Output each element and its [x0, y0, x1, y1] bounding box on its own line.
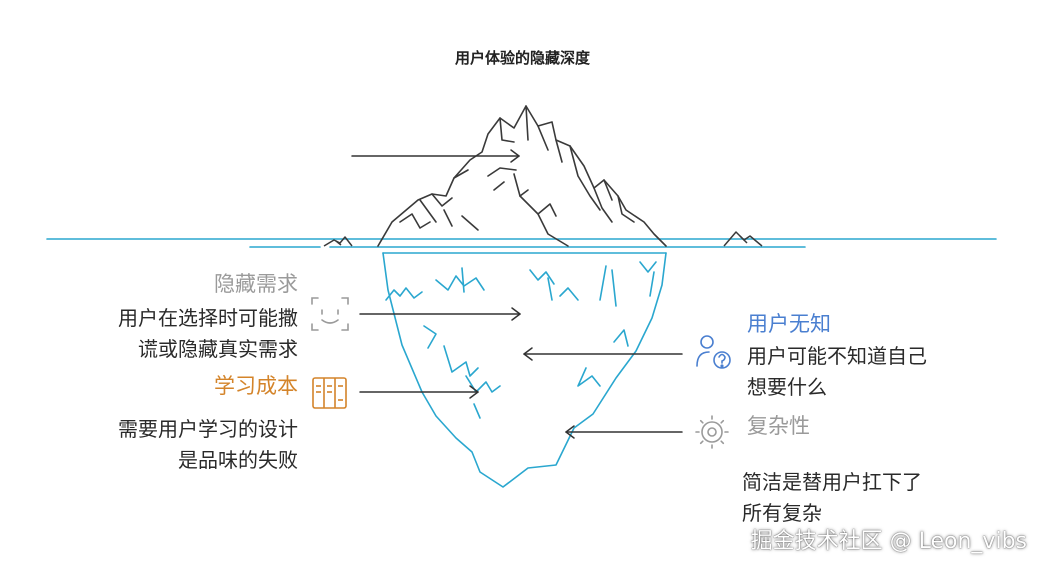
arrow-hidden-needs [359, 307, 521, 321]
gear-icon [695, 415, 729, 449]
face-scan-icon [311, 297, 349, 331]
complexity-heading: 复杂性 [747, 414, 810, 438]
complexity-desc-line-2: 所有复杂 [742, 501, 822, 525]
iceberg-underwater [382, 252, 667, 488]
watermark: 掘金技术社区 @ Leon_vibs [750, 529, 1027, 554]
user-ignorance-desc-line-1: 用户可能不知道自己 [747, 344, 927, 368]
arrow-user-ignorance [523, 347, 683, 361]
iceberg-tip [377, 105, 667, 247]
arrow-to-tip [351, 149, 520, 163]
arrows [351, 149, 683, 439]
ice-chunk-right [723, 231, 763, 247]
water-surface [46, 238, 997, 254]
hidden-needs-heading: 隐藏需求 [214, 272, 298, 296]
diagram-title: 用户体验的隐藏深度 [454, 49, 590, 67]
user-ignorance-desc-line-2: 想要什么 [747, 375, 827, 399]
learning-cost-heading: 学习成本 [214, 374, 298, 398]
hidden-needs-desc-line-1: 用户在选择时可能撒 [118, 306, 298, 330]
arrow-learning-cost [359, 385, 479, 399]
learning-cost-desc-line-2: 是品味的失败 [178, 448, 298, 472]
ice-chunk-left [323, 236, 353, 247]
arrow-complexity [565, 425, 683, 439]
user-ignorance-heading: 用户无知 [747, 312, 831, 336]
user-question-icon [696, 335, 731, 369]
complexity-desc-line-1: 简洁是替用户扛下了 [742, 470, 922, 494]
hidden-needs-desc-line-2: 谎或隐藏真实需求 [138, 337, 298, 361]
books-icon [312, 377, 347, 409]
learning-cost-desc-line-1: 需要用户学习的设计 [118, 417, 298, 441]
